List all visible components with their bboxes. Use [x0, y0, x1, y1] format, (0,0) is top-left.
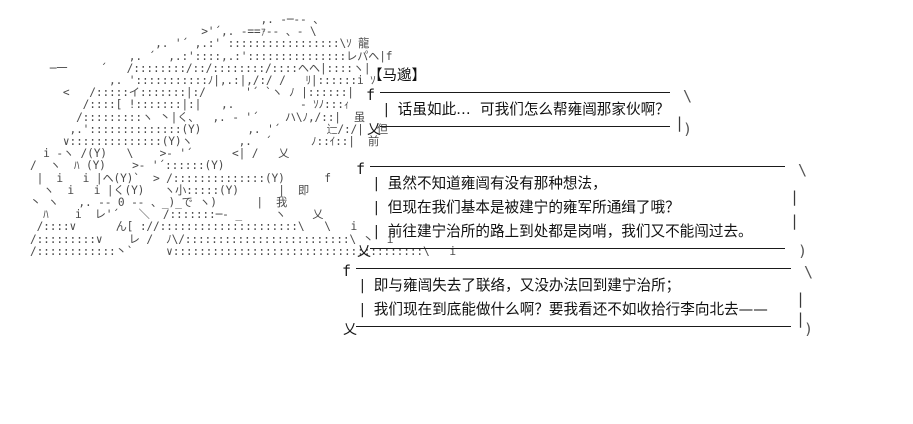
line-bar-icon: |	[382, 101, 391, 118]
dialogue-text: 前往建宁治所的路上到处都是岗哨，我们又不能闯过去。	[387, 223, 753, 240]
dialogue-line: | 但现在我们基本是被建宁的雍军所通缉了哦？	[356, 196, 811, 220]
dialogue-text: 虽然不知道雍闿有没有那种想法，	[387, 175, 607, 192]
dialogue-line: | 话虽如此… 可我们怎么帮雍闿那家伙啊？	[366, 98, 696, 122]
line-bar-icon: |	[372, 199, 381, 216]
dialogue-line: | 即与雍闿失去了联络，又没办法回到建宁治所；	[342, 274, 817, 298]
line-bar-icon: |	[372, 223, 381, 240]
bubble-right-edge-icon: |	[789, 212, 799, 230]
bubble-top-border	[380, 92, 670, 93]
bubble-bottom-border	[380, 126, 670, 127]
ascii-art: ,. -─‐- 、 >'´,. -==ｧ-‐ 、- \ ,. '´ ,.:' :…	[30, 13, 456, 258]
bubble-text-block: | 虽然不知道雍闿有没有那种想法， | 但现在我们基本是被建宁的雍军所通缉了哦？ |…	[356, 166, 811, 249]
line-bar-icon: |	[358, 301, 367, 318]
dialogue-text: 我们现在到底能做什么啊？要我看还不如收拾行李向北去——	[373, 301, 768, 318]
speech-bubble-3: f \ | 即与雍闿失去了联络，又没办法回到建宁治所； | 我们现在到底能做什么啊？…	[342, 263, 817, 338]
bubble-top-border	[370, 166, 785, 167]
bubble-corner-top-left-icon: f	[342, 262, 352, 280]
bubble-corner-top-right-icon: \	[803, 263, 813, 281]
bubble-corner-top-left-icon: f	[356, 160, 366, 178]
dialogue-line: | 我们现在到底能做什么啊？要我看还不如收拾行李向北去——	[342, 298, 817, 322]
bubble-right-edge-icon: |	[795, 310, 805, 328]
speaker-name-tag: 【马邈】	[368, 68, 426, 84]
bubble-corner-top-left-icon: f	[366, 86, 376, 104]
bubble-text-block: | 即与雍闿失去了联络，又没办法回到建宁治所； | 我们现在到底能做什么啊？要我看还…	[342, 268, 817, 327]
bubble-right-edge-icon: |	[674, 114, 684, 132]
speech-bubble-2: f \ | 虽然不知道雍闿有没有那种想法， | 但现在我们基本是被建宁的雍军所通缉了…	[356, 161, 811, 260]
bubble-corner-bottom-right-icon: )	[682, 120, 692, 138]
line-bar-icon: |	[372, 175, 381, 192]
bubble-bottom-border	[356, 326, 791, 327]
bubble-bottom-border	[370, 248, 785, 249]
bubble-corner-top-right-icon: \	[797, 161, 807, 179]
line-bar-icon: |	[358, 277, 367, 294]
bubble-corner-bottom-left-icon: 乂	[357, 244, 371, 260]
bubble-top-border	[356, 268, 791, 269]
bubble-corner-bottom-right-icon: )	[797, 242, 807, 260]
dialogue-text: 即与雍闿失去了联络，又没办法回到建宁治所；	[373, 277, 681, 294]
dialogue-line: | 虽然不知道雍闿有没有那种想法，	[356, 172, 811, 196]
speech-bubble-1: f \ |话虽如此… 可我们怎么帮雍闿那家伙啊？ | 乂 )	[366, 87, 696, 138]
bubble-right-edge-icon: |	[795, 290, 805, 308]
bubble-corner-bottom-right-icon: )	[803, 320, 813, 338]
dialogue-text: 但现在我们基本是被建宁的雍军所通缉了哦？	[387, 199, 680, 216]
bubble-text-block: | 话虽如此… 可我们怎么帮雍闿那家伙啊？	[366, 92, 696, 127]
ascii-art-panel: ,. -─‐- 、 >'´,. -==ｧ-‐ 、- \ ,. '´ ,.:' :…	[0, 0, 456, 424]
dialogue-text: 话虽如此… 可我们怎么帮雍闿那家伙啊？	[397, 101, 670, 118]
bubble-corner-bottom-left-icon: 乂	[343, 322, 357, 338]
bubble-corner-bottom-left-icon: 乂	[367, 122, 381, 138]
bubble-corner-top-right-icon: \	[682, 87, 692, 105]
bubble-right-edge-icon: |	[789, 188, 799, 206]
dialogue-line: | 前往建宁治所的路上到处都是岗哨，我们又不能闯过去。	[356, 220, 811, 244]
